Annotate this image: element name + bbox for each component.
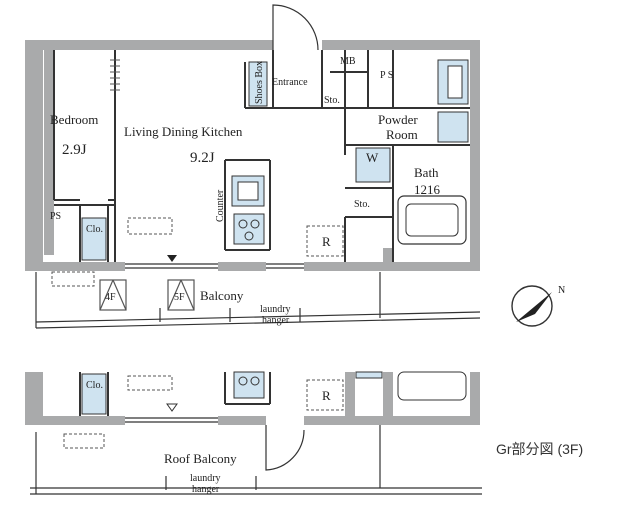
sto-top-label: Sto. (324, 95, 340, 106)
powder-fixtures (437, 59, 469, 143)
kitchen (231, 175, 265, 245)
lower-laundry-label-1: laundry (190, 473, 221, 484)
sto-mid-label: Sto. (354, 199, 370, 210)
washer-label: W (366, 150, 379, 165)
ps-top-label: P S (380, 70, 393, 81)
lower-plan: Clo. R Roof Balcony laundry hanger (25, 371, 482, 495)
entrance-label: Entrance (272, 77, 308, 88)
laundry-label-2: hanger (262, 315, 290, 326)
r-label: R (322, 234, 331, 249)
lower-sliding-door (125, 417, 218, 423)
closet-fixture (81, 217, 107, 261)
clo-label: Clo. (86, 224, 103, 235)
roof-balcony-door (265, 425, 305, 471)
shoes-box (248, 61, 268, 107)
balcony-area (35, 272, 481, 329)
bedroom-label: Bedroom (50, 112, 98, 127)
ldk-size: 9.2J (190, 150, 215, 166)
bathtub (397, 195, 467, 245)
mb-label: MB (340, 56, 356, 67)
entrance-door (272, 4, 319, 51)
hatch-4f-label: 4F (105, 292, 116, 303)
compass: N (511, 285, 565, 327)
laundry-label-1: laundry (260, 304, 291, 315)
lower-clo-label: Clo. (86, 380, 103, 391)
bedroom-size: 2.9J (62, 142, 87, 158)
powder-label-2: Room (386, 127, 418, 142)
bath-label: Bath (414, 165, 439, 180)
balcony-label: Balcony (200, 288, 244, 303)
upper-plan: Bedroom 2.9J Living Dining Kitchen 9.2J … (25, 4, 481, 329)
lower-interior-walls (79, 372, 271, 416)
entry-arrow-icon (167, 255, 177, 262)
roof-balcony-area (30, 425, 482, 495)
roof-balcony-label: Roof Balcony (164, 451, 237, 466)
lower-closet-fixture (81, 373, 107, 415)
dashed-markers (51, 217, 344, 287)
lower-kitchen (233, 371, 265, 399)
lower-laundry-label-2: hanger (192, 484, 220, 495)
lower-arrow-icon (166, 403, 178, 412)
lower-dashed-markers (63, 375, 344, 449)
bedroom-closet-hatch (110, 59, 120, 91)
lower-r-label: R (322, 388, 331, 403)
upper-walls (25, 40, 480, 271)
compass-label: N (558, 285, 565, 296)
ldk-label: Living Dining Kitchen (124, 124, 243, 139)
lower-sto-fixture (355, 371, 383, 379)
balcony-sliding-door (125, 263, 304, 269)
lower-walls (25, 372, 480, 425)
shoes-box-label: Shoes Box (254, 61, 265, 104)
powder-label-1: Powder (378, 112, 418, 127)
ps-left-label: PS (50, 211, 61, 222)
upper-interior-walls (53, 50, 470, 262)
compass-needle-icon (516, 292, 552, 322)
bath-size: 1216 (414, 182, 441, 197)
counter-label: Counter (215, 189, 226, 222)
plan-caption: Gr部分図 (3F) (496, 441, 583, 457)
lower-bath-edge (397, 371, 467, 401)
washer-space (355, 147, 391, 183)
hatch-5f-label: 5F (174, 292, 185, 303)
